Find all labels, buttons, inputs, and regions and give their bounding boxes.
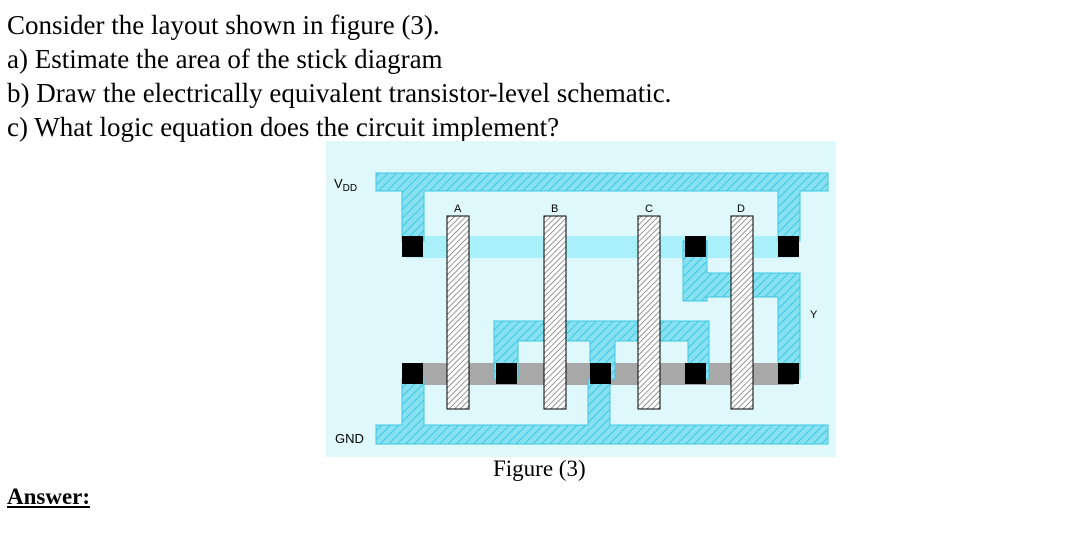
question-part-b: b) Draw the electrically equivalent tran…	[7, 78, 672, 108]
question-part-a: a) Estimate the area of the stick diagra…	[7, 44, 443, 74]
contact	[402, 236, 423, 257]
contact	[496, 363, 517, 384]
contact	[590, 363, 611, 384]
contact	[685, 236, 706, 257]
input-label-c: C	[645, 203, 653, 215]
question-part-c: c) What logic equation does the circuit …	[7, 112, 560, 142]
poly-gate-d	[730, 215, 754, 410]
contact	[778, 363, 799, 384]
contact	[778, 236, 799, 257]
answer-label: Answer:	[7, 484, 91, 509]
output-label-y: Y	[810, 309, 818, 321]
input-label-b: B	[551, 203, 558, 215]
poly-gate-b	[543, 215, 567, 410]
input-label-a: A	[454, 203, 462, 215]
stick-diagram-figure: VDD GND A B C D Y	[326, 141, 836, 457]
question-intro: Consider the layout shown in figure (3).	[7, 10, 440, 40]
input-label-d: D	[737, 203, 745, 215]
poly-gate-a	[446, 215, 470, 410]
poly-gate-c	[637, 215, 661, 410]
contact	[685, 363, 706, 384]
vdd-rail	[375, 172, 829, 242]
vdd-label: VDD	[334, 176, 357, 194]
gnd-label: GND	[335, 431, 364, 446]
contact	[402, 363, 423, 384]
figure-caption: Figure (3)	[493, 456, 586, 481]
